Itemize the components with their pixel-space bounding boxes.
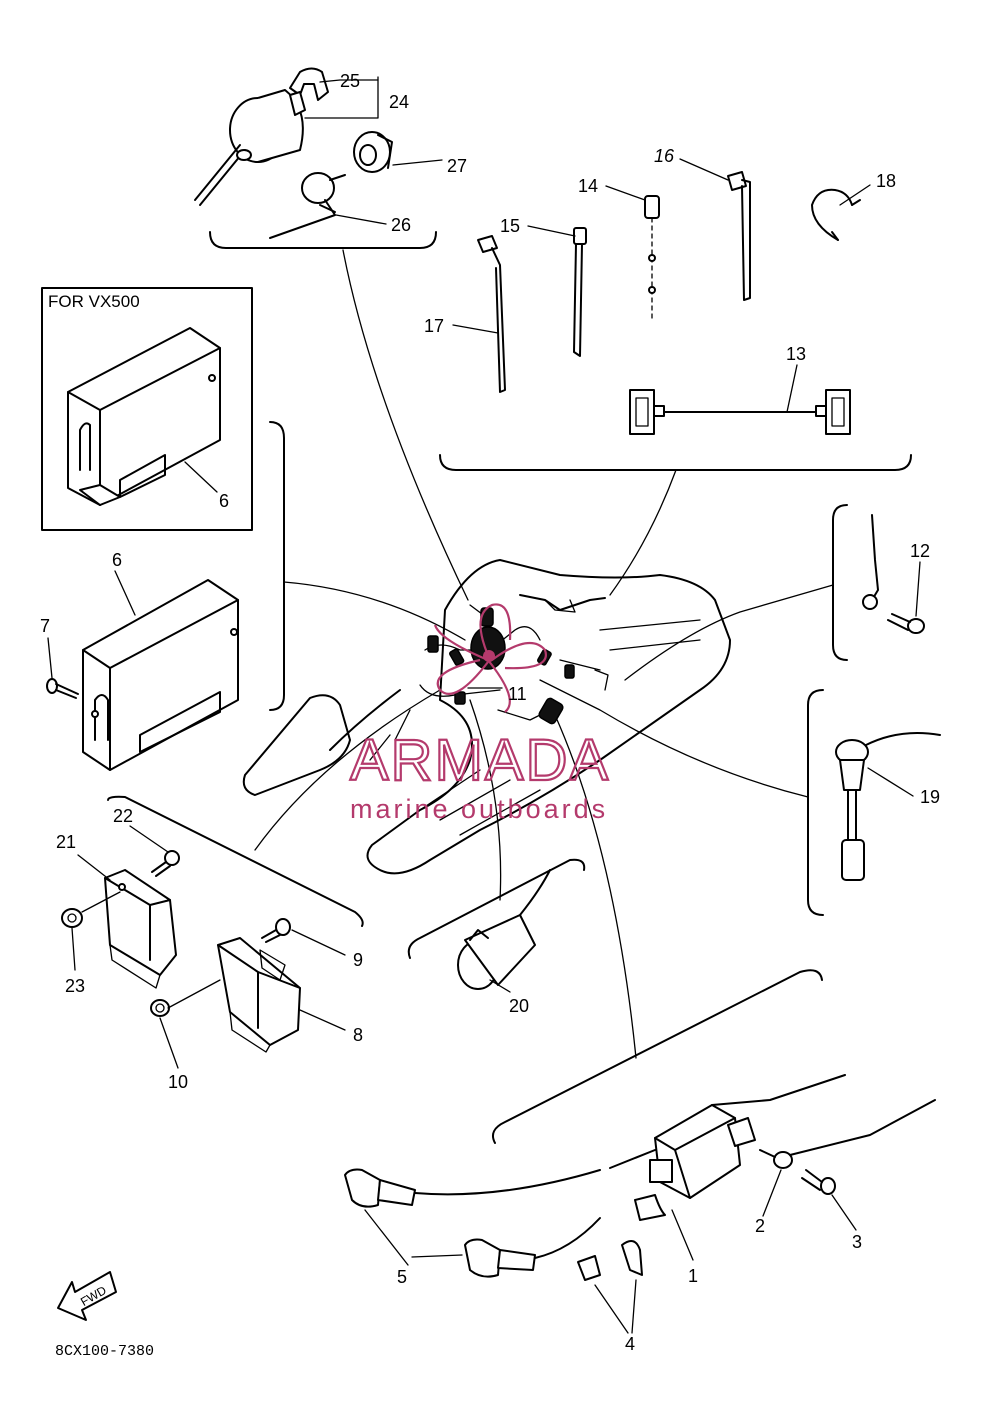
clip-part-4 [577, 1240, 643, 1281]
callout-8: 8 [353, 1025, 363, 1045]
ground-lead-part-12 [862, 514, 925, 634]
drawing-code: 8CX100-7380 [55, 1343, 154, 1360]
plug-cap-part-5 [344, 1168, 601, 1278]
group-bracket-right-19 [807, 689, 824, 916]
nut-part-10 [150, 999, 170, 1017]
callout-15: 15 [500, 216, 520, 236]
harness-line-13 [609, 469, 677, 596]
callout-18: 18 [876, 171, 896, 191]
main-switch-assembly [194, 67, 329, 206]
group-bracket-top-right [439, 454, 912, 471]
group-bracket-bottom-coil [492, 969, 823, 1144]
group-bracket-left-lower [107, 795, 364, 927]
group-bracket-top-left [209, 231, 437, 249]
callout-22: 22 [113, 806, 133, 826]
cap-part-27 [353, 131, 393, 173]
group-bracket-left-ecu [269, 421, 285, 711]
callout-11: 11 [508, 684, 527, 704]
harness-line-19 [539, 679, 809, 798]
fwd-arrow-icon: FWD [57, 1271, 117, 1321]
callout-5: 5 [397, 1267, 407, 1287]
watermark-logo-dot [483, 650, 495, 662]
group-bracket-right-12 [832, 504, 848, 661]
lead-part-2 [759, 1099, 936, 1169]
harness-line-lower-left [254, 689, 441, 851]
callout-25: 25 [340, 71, 360, 91]
callout-21: 21 [56, 832, 76, 852]
callout-17: 17 [424, 316, 444, 336]
callout-16: 16 [654, 146, 675, 166]
inset-caption: FOR VX500 [48, 292, 140, 311]
relay-part-21 [104, 869, 177, 989]
callout-7: 7 [40, 616, 50, 636]
rectifier-part-8 [217, 937, 301, 1053]
ecu-unit-main [82, 579, 239, 771]
ecu-unit-inset [67, 327, 221, 506]
bolt-part-22 [151, 850, 180, 877]
callout-2: 2 [755, 1216, 765, 1236]
sensor-part-19 [835, 732, 941, 881]
callout-6-main: 6 [112, 550, 122, 570]
callout-14: 14 [578, 176, 598, 196]
callout-3: 3 [852, 1232, 862, 1252]
harness-line-coil [554, 714, 637, 1059]
callout-9: 9 [353, 950, 363, 970]
bolt-part-7 [46, 678, 79, 699]
harness-line-top [342, 249, 469, 601]
buzzer-part-26 [269, 172, 346, 239]
watermark-logo-icon [433, 603, 547, 713]
callout-26: 26 [391, 215, 411, 235]
ignition-coil-part-1 [609, 1074, 846, 1221]
inset-box-vx500 [41, 287, 253, 531]
sensor-part-20 [457, 869, 551, 990]
harness-line-12 [624, 584, 834, 681]
engine-hull-outline [242, 559, 731, 875]
bolt-part-9 [261, 918, 291, 943]
callout-24: 24 [389, 92, 409, 112]
callout-13: 13 [786, 344, 806, 364]
cable-ties-and-clips [477, 171, 861, 435]
callout-6-inset: 6 [219, 491, 229, 511]
callout-1: 1 [688, 1266, 698, 1286]
harness-line-20 [469, 699, 502, 901]
callout-19: 19 [920, 787, 940, 807]
callout-23: 23 [65, 976, 85, 996]
watermark-brand: ARMADA [350, 728, 610, 793]
watermark-tagline: marine outboards [350, 794, 608, 824]
wire-connectors-cluster [419, 604, 609, 725]
callout-10: 10 [168, 1072, 188, 1092]
nut-part-23 [61, 908, 83, 928]
leader-lines [47, 76, 921, 1334]
bolt-part-3 [801, 1169, 836, 1195]
group-bracket-center-20 [407, 858, 586, 959]
callout-20: 20 [509, 996, 529, 1016]
callout-27: 27 [447, 156, 467, 176]
callout-4: 4 [625, 1334, 635, 1354]
armada-watermark: ARMADA marine outboards [349, 603, 610, 824]
callout-12: 12 [910, 541, 930, 561]
